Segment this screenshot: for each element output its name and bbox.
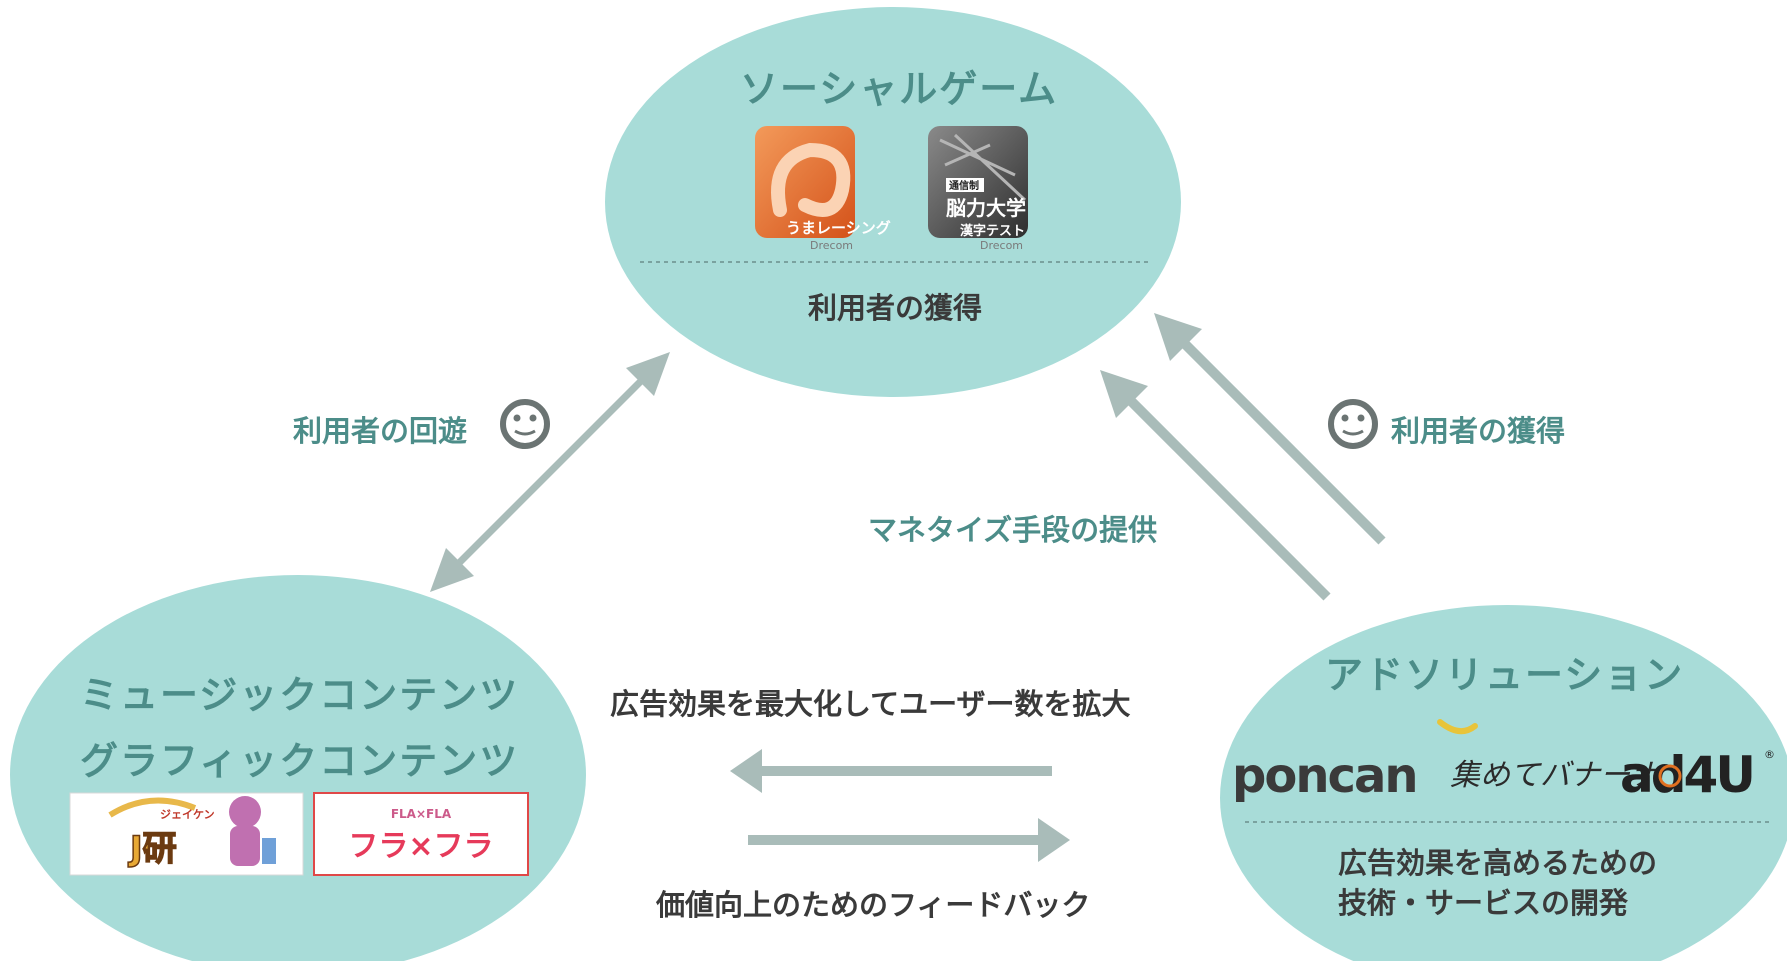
j-ken-main-label: J研: [128, 829, 177, 869]
atsumete-banana-label: 集めてバナーナ: [1450, 758, 1662, 793]
poncan-logo: poncan: [1232, 748, 1419, 804]
ad-solution-title: アドソリューション: [1325, 653, 1685, 697]
fla-fla-main-label: フラ×フラ: [348, 829, 493, 864]
neutral-face-icon: [500, 399, 550, 449]
atsumete-banana-logo: 集めてバナーナ: [1437, 719, 1662, 793]
ad4u-label: ad4U: [1620, 746, 1753, 804]
contents-title-line2: グラフィックコンテンツ: [80, 739, 520, 783]
noryoku-daigaku-app-icon: 通信制 脳力大学 漢字テスト Drecom: [928, 126, 1028, 252]
ad4u-logo: ad4U ®: [1620, 746, 1775, 804]
node-ad-solution: [1220, 605, 1787, 961]
arrow-right-to-left: [730, 749, 1052, 793]
edge-label-feedback: 価値向上のためのフィードバック: [656, 888, 1091, 922]
noryoku-sub-label: 漢字テスト: [960, 223, 1025, 239]
edge-label-monetization: マネタイズ手段の提供: [868, 513, 1158, 547]
uma-racing-label: うまレーシング: [786, 219, 891, 237]
edge-label-ad-effect: 広告効果を最大化してユーザー数を拡大: [610, 687, 1131, 721]
node-social-game: [605, 7, 1181, 397]
ad-solution-desc-line1: 広告効果を高めるための: [1338, 846, 1658, 880]
registered-mark: ®: [1764, 748, 1775, 761]
noryoku-main-label: 脳力大学: [945, 196, 1026, 220]
arrow-left-top-bidirectional: [430, 352, 670, 592]
social-game-title: ソーシャルゲーム: [740, 67, 1059, 111]
j-ken-logo: ジェイケン J研: [69, 792, 304, 876]
fla-fla-logo: FLA×FLA フラ×フラ: [313, 792, 529, 876]
uma-racing-app-icon: うまレーシング Drecom: [755, 126, 891, 252]
noryoku-top-label: 通信制: [949, 179, 979, 192]
noryoku-maker: Drecom: [980, 239, 1023, 252]
ad-solution-desc-line2: 技術・サービスの開発: [1338, 886, 1629, 920]
j-ken-small-label: ジェイケン: [160, 808, 215, 821]
arrow-right-top-inner: [1100, 370, 1331, 601]
edge-label-user-acquisition: 利用者の獲得: [1391, 414, 1566, 448]
arrow-right-top-outer: [1154, 313, 1386, 545]
arrow-left-to-right: [748, 818, 1070, 862]
contents-title-line1: ミュージックコンテンツ: [80, 673, 520, 717]
poncan-label: poncan: [1232, 748, 1417, 804]
neutral-face-icon: [1328, 399, 1378, 449]
fla-fla-top-label: FLA×FLA: [391, 807, 452, 821]
edge-label-user-circulation: 利用者の回遊: [293, 414, 468, 448]
social-game-subtitle: 利用者の獲得: [808, 291, 983, 325]
uma-racing-maker: Drecom: [810, 239, 853, 252]
